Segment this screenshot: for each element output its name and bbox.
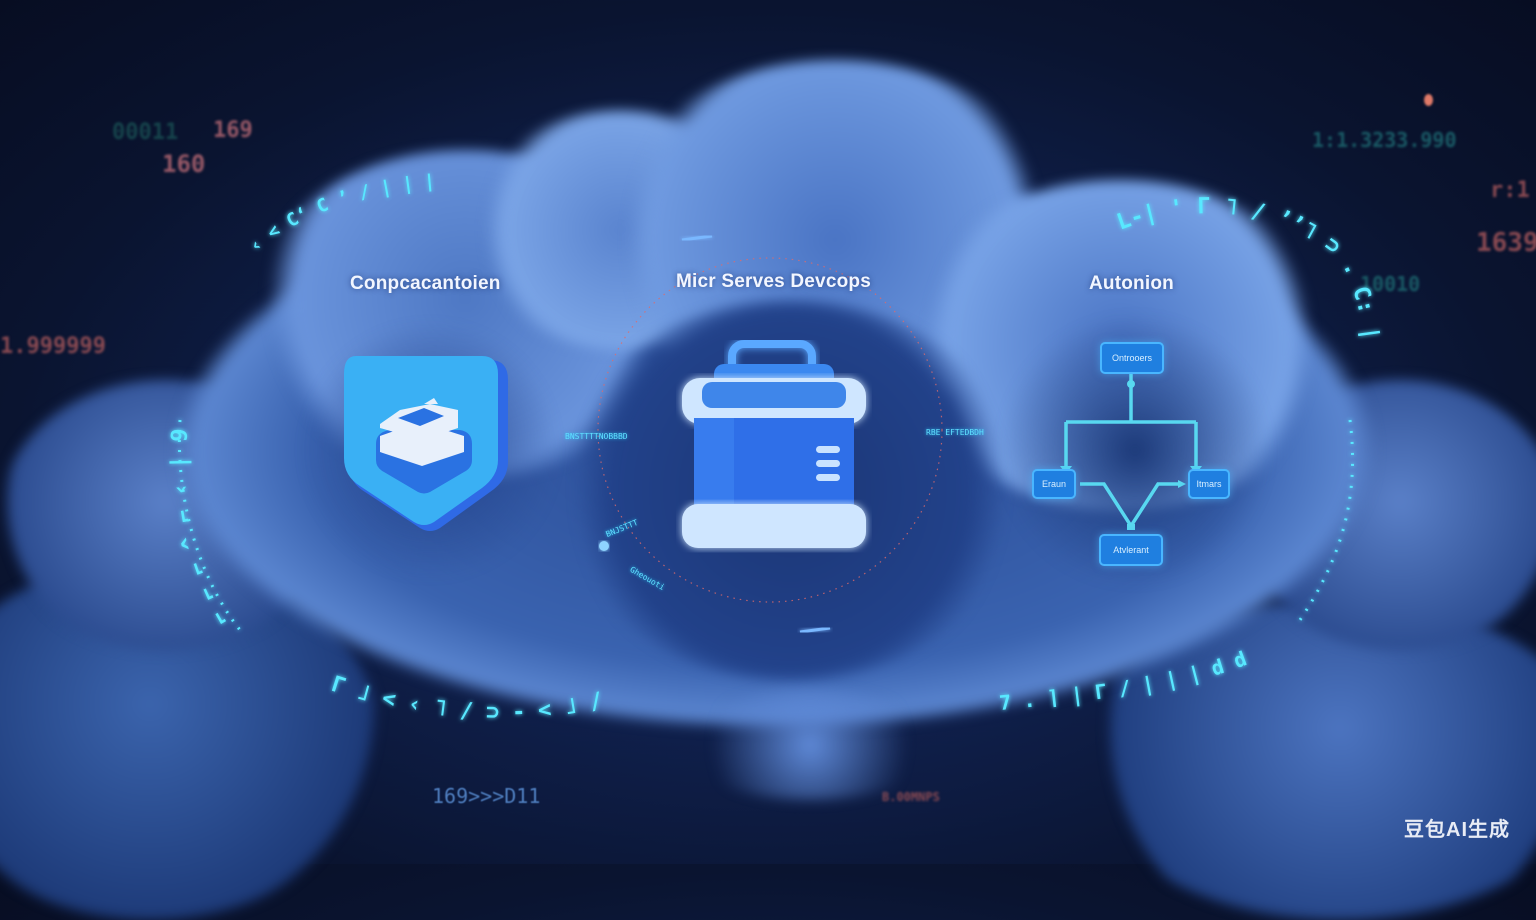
- arc-glyphs-bottom-right: 7 . ⌉ | Γ / | | | d d: [998, 646, 1250, 715]
- center-annotation: BNSTTTTNOBBBD: [565, 432, 628, 441]
- background-data-layer: 00011 169 160 1.999999 169>>>D11 1:1.323…: [0, 94, 1536, 808]
- bg-number: 160: [162, 150, 206, 178]
- center-annotation: RBE EFTEDBDH: [926, 428, 984, 437]
- bg-number: 169: [213, 118, 253, 143]
- bokeh-dot: [1424, 94, 1433, 106]
- glow-node: [599, 541, 609, 551]
- bg-number: 1639: [1476, 228, 1536, 258]
- arc-glyphs-left-top: ‹ < С‘ С ’ / | | |: [245, 171, 436, 257]
- bg-number: 169>>>D11: [432, 784, 541, 808]
- bg-number: 00011: [112, 120, 179, 145]
- flow-node-top: Ontrooers: [1100, 342, 1164, 374]
- flow-node-right: Itmars: [1188, 469, 1230, 499]
- bg-number: 10010: [1360, 272, 1421, 296]
- orbit-glyph-ring: ⌐ ⌐ ⌐ ^ ⌐ ‹ | 9 ‹ < С‘ С ’ / | | | Γ ˩ <…: [0, 0, 1383, 725]
- bg-number: 1:1.3233.990: [1312, 128, 1457, 152]
- watermark: 豆包AI生成: [1404, 819, 1510, 841]
- arc-glyphs-right: L-| ' Γ ˥ / ’’˥ ⊃ . С: |: [1114, 194, 1383, 342]
- section-label-right: Autonion: [1089, 273, 1174, 294]
- center-orbit-ring: [597, 257, 943, 603]
- bg-number: 1.999999: [0, 334, 106, 359]
- section-label-center: Micr Serves Devcops: [676, 271, 871, 292]
- section-label-left: Conpcacantoien: [350, 273, 501, 294]
- flow-node-left: Eraun: [1032, 469, 1076, 499]
- stacked-layers-shield-icon: [344, 356, 508, 531]
- bg-number: r:1: [1490, 178, 1530, 203]
- arc-glyphs-left: ⌐ ⌐ ⌐ ^ ⌐ ‹ | 9: [167, 428, 235, 629]
- container-box-icon: [682, 340, 866, 548]
- flow-node-bottom: Atvlerant: [1099, 534, 1163, 566]
- bg-number: B.00MNPS: [882, 790, 940, 804]
